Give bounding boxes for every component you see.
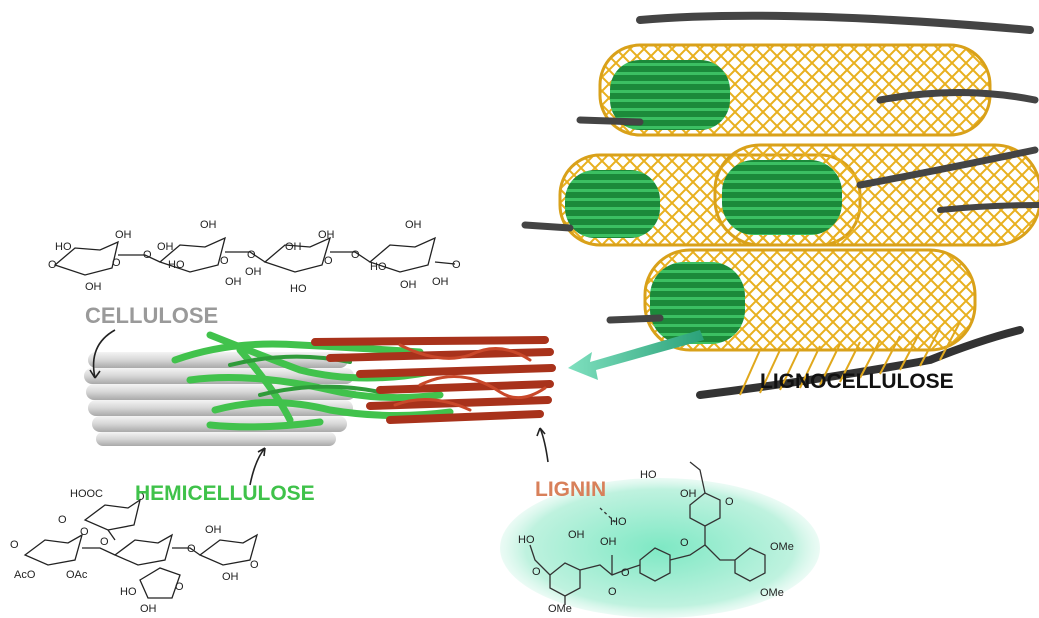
cellulose-atom: OH (405, 219, 422, 231)
hemicellulose-atoms: HOOC O O O OH O O O O AcO OAc HO OH OH O (10, 488, 259, 615)
hemicellulose-atom: O (175, 581, 184, 593)
lignin-atom: OH (568, 529, 585, 541)
microfibril (84, 331, 556, 446)
cellulose-atom: OH (318, 229, 335, 241)
cellulose-atom: OH (225, 276, 242, 288)
lignin-atom: O (725, 496, 734, 508)
cellulose-atom: OH (285, 241, 302, 253)
cellulose-atom: O (351, 249, 360, 261)
hemicellulose-atom: OH (222, 571, 239, 583)
lignin-atom: OMe (760, 587, 784, 599)
hemicellulose-atom: AcO (14, 569, 36, 581)
cellulose-atom: O (452, 259, 461, 271)
lignocellulose-bundle (521, 11, 1039, 399)
cellulose-atom: OH (200, 219, 217, 231)
lignin-atom: O (621, 567, 630, 579)
cellulose-atom: HO (168, 259, 185, 271)
hemicellulose-atom: O (58, 514, 67, 526)
hemicellulose-label: HEMICELLULOSE (135, 482, 315, 505)
cellulose-atom: OH (245, 266, 262, 278)
cellulose-atom: HO (55, 241, 72, 253)
lignin-atom: OMe (548, 603, 572, 615)
zoom-arrow (568, 330, 704, 380)
hemicellulose-atom: HOOC (70, 488, 103, 500)
hemicellulose-atom: O (250, 559, 259, 571)
cellulose-atom: O (112, 257, 121, 269)
lignin-atom: HO (640, 469, 657, 481)
lignin-atoms: OH HO OH HO O OMe O O OH HO O O OMe OMe (518, 469, 794, 615)
cellulose-atom: O (48, 259, 57, 271)
cellulose-atom: O (324, 255, 333, 267)
hemicellulose-structure (23, 498, 259, 599)
hemicellulose-atom: O (136, 491, 145, 503)
cellulose-atoms: OH OH OH OH HO OH HO OH HO O O O O O O O… (48, 219, 461, 295)
lignin-atom: O (532, 566, 541, 578)
cellulose-atom: OH (85, 281, 102, 293)
lignin-atom: OMe (770, 541, 794, 553)
lignin-atom: O (680, 537, 689, 549)
hemicellulose-atom: O (80, 526, 89, 538)
cellulose-label: CELLULOSE (85, 303, 219, 328)
hemicellulose-atom: OH (205, 524, 222, 536)
cellulose-atom: HO (290, 283, 307, 295)
cellulose-atom: OH (115, 229, 132, 241)
hemicellulose-atom: O (100, 536, 109, 548)
hemicellulose-atom: OH (140, 603, 157, 615)
lignin-atom: OH (680, 488, 697, 500)
lignin-atom: HO (518, 534, 535, 546)
lignin-atom: OH (600, 536, 617, 548)
lignocellulose-label: LIGNOCELLULOSE (760, 370, 954, 393)
hemicellulose-atom: O (187, 543, 196, 555)
lignin-atom: HO (610, 516, 627, 528)
cellulose-atom: OH (157, 241, 174, 253)
cellulose-atom: OH (432, 276, 449, 288)
hemicellulose-atom: OAc (66, 569, 88, 581)
cellulose-atom: OH (400, 279, 417, 291)
lignin-structure (529, 461, 766, 605)
cellulose-atom: HO (370, 261, 387, 273)
hemicellulose-atom: O (10, 539, 19, 551)
lignin-label: LIGNIN (535, 478, 607, 501)
hemicellulose-atom: HO (120, 586, 137, 598)
pointer-arrows (89, 329, 549, 486)
lignin-atom: O (608, 586, 617, 598)
cellulose-structure (53, 236, 456, 276)
cellulose-atom: O (247, 249, 256, 261)
cellulose-atom: O (220, 255, 229, 267)
cellulose-atom: O (143, 249, 152, 261)
